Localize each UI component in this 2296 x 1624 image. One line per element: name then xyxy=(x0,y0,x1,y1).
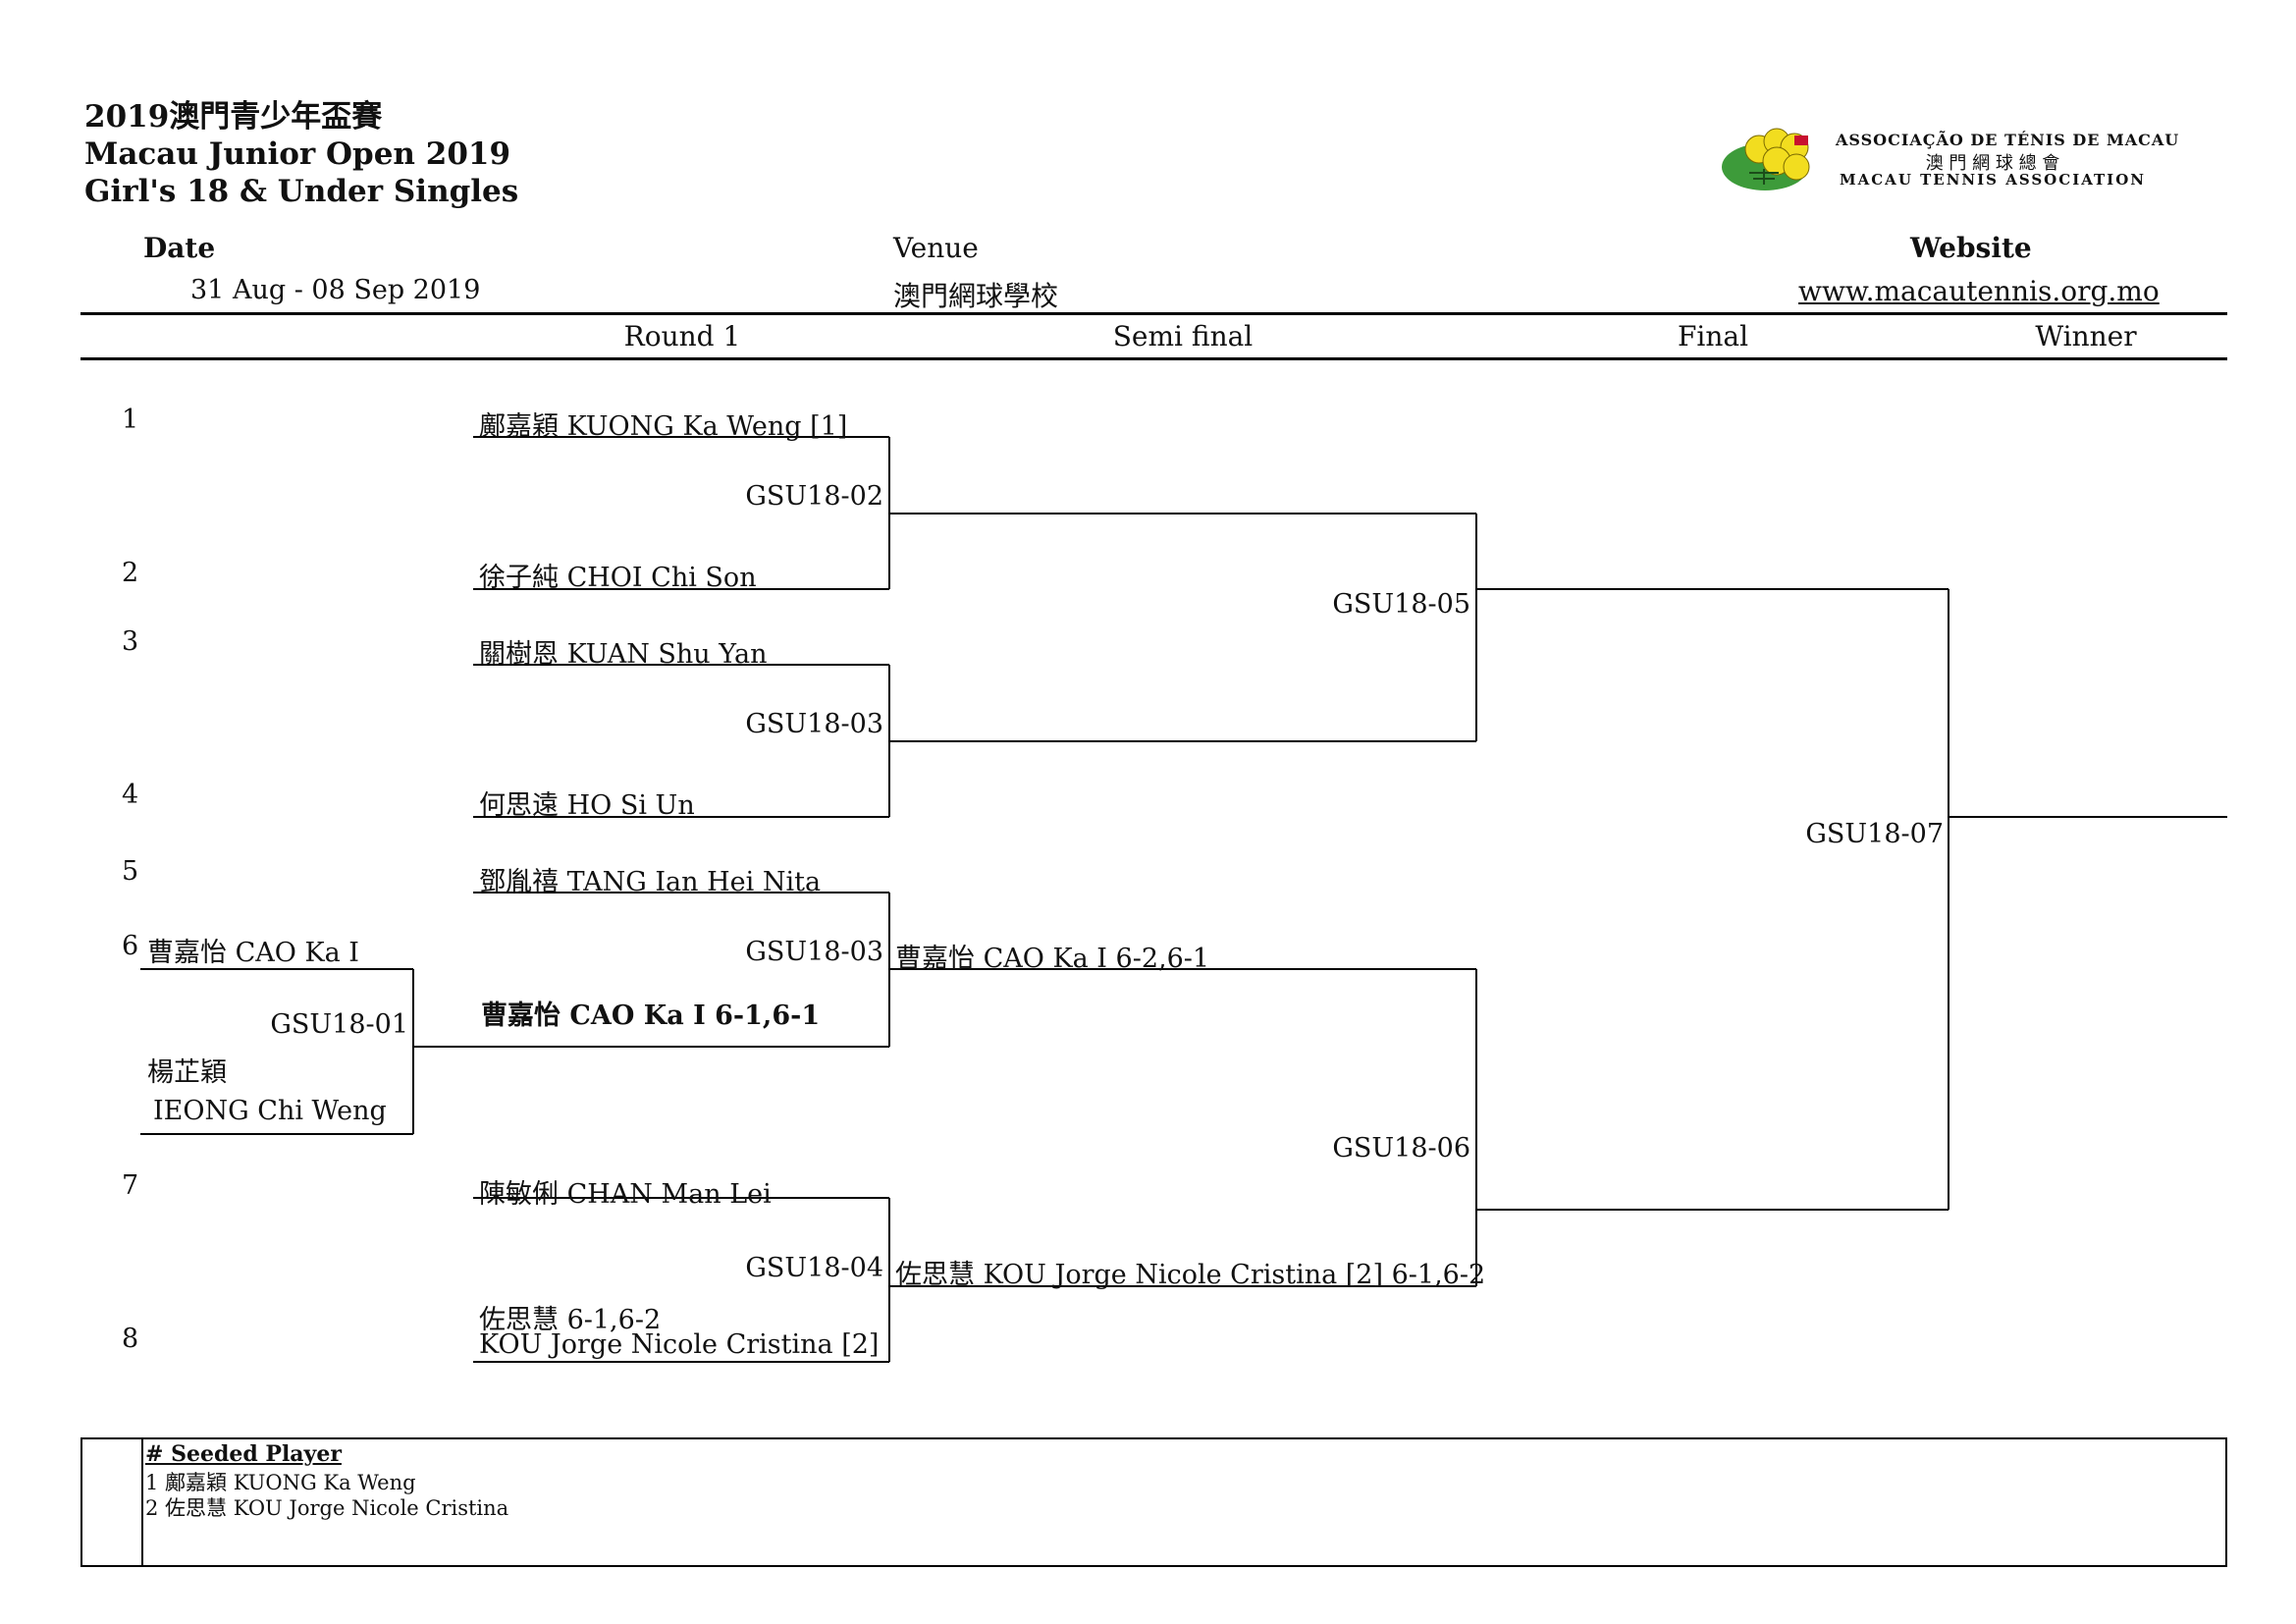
venue-value: 澳門網球學校 xyxy=(893,280,1059,312)
r1-player-5: 鄧胤禧 TANG Ian Hei Nita xyxy=(479,867,822,897)
r1-player-7: 陳敏俐 CHAN Man Lei xyxy=(479,1179,772,1210)
round-divider xyxy=(80,357,2227,360)
website-link[interactable]: www.macautennis.org.mo xyxy=(1798,275,2160,307)
match-code-gsu18-06: GSU18-06 xyxy=(1332,1133,1470,1164)
match-code-gsu18-07: GSU18-07 xyxy=(1805,819,1944,849)
match-code-gsu18-01: GSU18-01 xyxy=(270,1009,408,1040)
seeds-box-divider xyxy=(141,1439,143,1565)
logo-line-en: MACAU TENNIS ASSOCIATION xyxy=(1840,171,2146,189)
tennis-logo-icon xyxy=(1720,124,1826,192)
semi-player-cao: 曹嘉怡 CAO Ka I 6-2,6-1 xyxy=(895,944,1210,974)
match-code-gsu18-03b: GSU18-03 xyxy=(745,937,883,967)
draw-position-4: 4 xyxy=(122,780,139,810)
seeds-box: # Seeded Player 1 鄺嘉穎 KUONG Ka Weng 2 佐思… xyxy=(80,1437,2227,1567)
logo-line-pt: ASSOCIAÇÃO DE TÉNIS DE MACAU xyxy=(1836,131,2180,149)
r1-player-3: 關樹恩 KUAN Shu Yan xyxy=(479,639,768,670)
event-name: Girl's 18 & Under Singles xyxy=(84,174,519,209)
date-label: Date xyxy=(143,232,216,264)
r1-player-2: 徐子純 CHOI Chi Son xyxy=(479,563,757,593)
date-value: 31 Aug - 08 Sep 2019 xyxy=(190,275,481,305)
r1-player-4: 何思遠 HO Si Un xyxy=(479,790,695,821)
semi-player-kou: 佐思慧 KOU Jorge Nicole Cristina [2] 6-1,6-… xyxy=(895,1260,1486,1290)
match-code-gsu18-03a: GSU18-03 xyxy=(745,709,883,739)
prelim-player-bottom-en: IEONG Chi Weng xyxy=(153,1096,387,1126)
header-divider xyxy=(80,312,2227,315)
draw-position-5: 5 xyxy=(122,856,139,887)
r1-player-8-en: KOU Jorge Nicole Cristina [2] xyxy=(479,1329,880,1360)
draw-position-6: 6 xyxy=(122,931,139,961)
draw-position-7: 7 xyxy=(122,1170,139,1201)
r1-player-6-winner: 曹嘉怡 CAO Ka I 6-1,6-1 xyxy=(481,1001,821,1031)
round-header-semi: Semi final xyxy=(1112,320,1254,352)
logo-line-zh: 澳 門 網 球 總 會 xyxy=(1925,153,2060,174)
match-code-gsu18-02: GSU18-02 xyxy=(745,481,883,512)
draw-position-1: 1 xyxy=(122,405,139,435)
round-header-final: Final xyxy=(1677,320,1749,352)
title-en: Macau Junior Open 2019 xyxy=(84,136,511,172)
seed-item-2: 2 佐思慧 KOU Jorge Nicole Cristina xyxy=(145,1496,509,1520)
match-code-gsu18-05: GSU18-05 xyxy=(1332,589,1470,620)
match-code-gsu18-04: GSU18-04 xyxy=(745,1253,883,1283)
round-header-1: Round 1 xyxy=(623,320,741,352)
website-label: Website xyxy=(1910,232,2032,264)
r1-player-8-zh: 佐思慧 6-1,6-2 xyxy=(479,1305,662,1335)
prelim-player-top: 曹嘉怡 CAO Ka I xyxy=(147,938,359,968)
prelim-player-bottom-zh: 楊芷穎 xyxy=(147,1057,227,1088)
draw-position-2: 2 xyxy=(122,558,139,588)
venue-label: Venue xyxy=(893,232,979,264)
title-zh: 2019澳門青少年盃賽 xyxy=(84,99,383,135)
seeds-title: # Seeded Player xyxy=(145,1441,342,1467)
draw-position-8: 8 xyxy=(122,1324,139,1354)
draw-position-3: 3 xyxy=(122,626,139,657)
r1-player-1: 鄺嘉穎 KUONG Ka Weng [1] xyxy=(479,411,848,442)
seed-item-1: 1 鄺嘉穎 KUONG Ka Weng xyxy=(145,1471,416,1494)
round-header-winner: Winner xyxy=(2035,320,2137,352)
